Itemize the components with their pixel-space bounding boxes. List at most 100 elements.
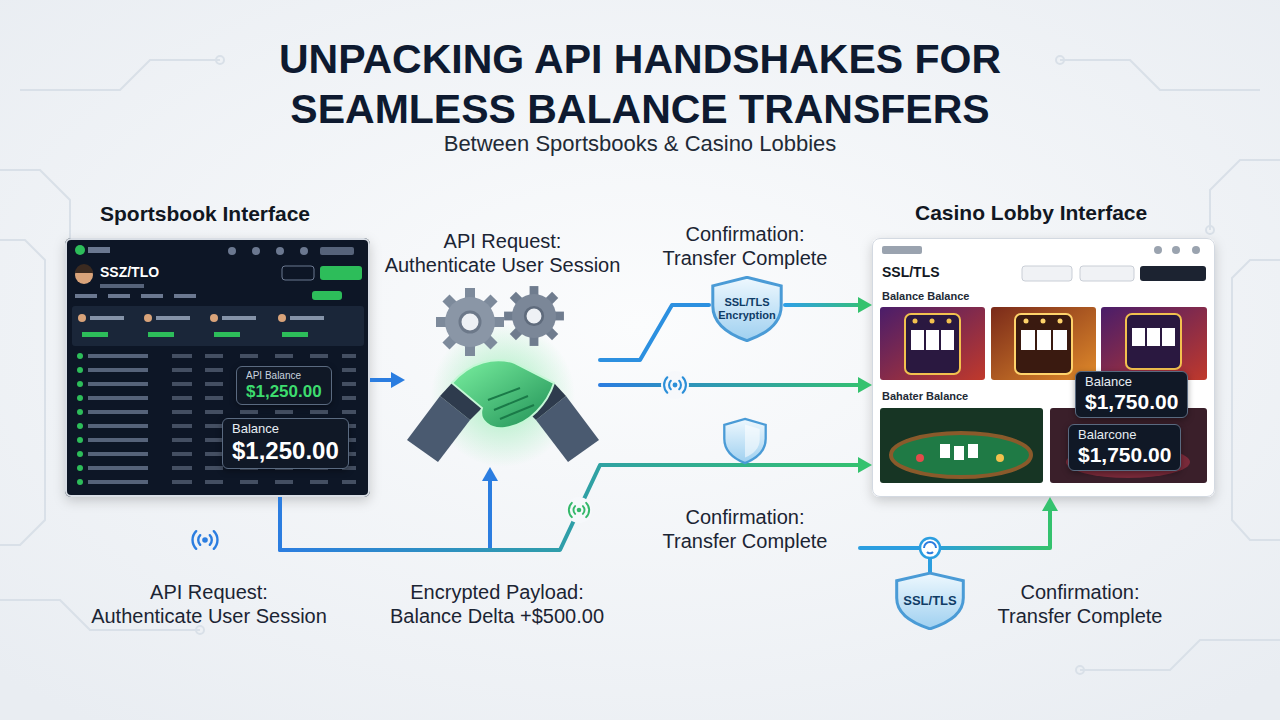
casino-screen bbox=[1037, 330, 1051, 350]
step-text: Authenticate User Session bbox=[91, 604, 327, 628]
signal-icon bbox=[193, 531, 218, 549]
step-heading: Encrypted Payload: bbox=[410, 580, 583, 604]
casino-screen bbox=[947, 319, 952, 324]
circuit-lines bbox=[1232, 260, 1280, 540]
shield-text: SSL/TLS bbox=[903, 594, 956, 609]
sportsbook-screen bbox=[141, 294, 163, 298]
shield-badge: SSL/TLS bbox=[893, 572, 967, 630]
casino-screen bbox=[1080, 266, 1134, 281]
connector bbox=[370, 378, 393, 382]
sportsbook-screen bbox=[75, 245, 85, 255]
subtitle: Between Sportsbooks & Casino Lobbies bbox=[444, 131, 837, 157]
circuit-lines bbox=[0, 56, 1280, 674]
casino-screen bbox=[880, 408, 1043, 483]
balance-amount: $1,750.00 bbox=[1085, 390, 1178, 414]
handshake-illustration bbox=[512, 294, 556, 338]
sportsbook-screen bbox=[78, 314, 86, 322]
sportsbook-screen bbox=[156, 316, 190, 320]
arrowhead bbox=[858, 377, 872, 393]
circuit-lines bbox=[1080, 640, 1280, 670]
shield-outline bbox=[897, 573, 964, 629]
handshake-illustration bbox=[431, 323, 575, 467]
casino-screen bbox=[926, 330, 939, 350]
arrowhead bbox=[391, 372, 405, 388]
sportsbook-screen bbox=[77, 479, 356, 485]
casino-screen bbox=[1053, 330, 1067, 350]
circuit-lines bbox=[1060, 60, 1260, 90]
status-text: Transfer Complete bbox=[663, 529, 828, 553]
status-text: Transfer Complete bbox=[998, 604, 1163, 628]
casino-screen bbox=[1101, 307, 1207, 380]
swirl-icon bbox=[924, 542, 936, 553]
sportsbook-screen bbox=[320, 266, 362, 280]
balance-label: Balarcone bbox=[1078, 428, 1171, 443]
sportsbook-screen bbox=[320, 247, 354, 255]
step-text: Authenticate User Session bbox=[385, 254, 621, 277]
balance-card: API Balance$1,250.00 bbox=[236, 366, 332, 405]
casino-screen bbox=[1041, 319, 1046, 324]
arrowhead bbox=[858, 457, 872, 473]
step-heading: API Request: bbox=[444, 230, 562, 253]
status-heading: Confirmation: bbox=[1021, 580, 1140, 604]
connector bbox=[280, 479, 490, 550]
casino-screen bbox=[1162, 328, 1175, 346]
handshake-illustration bbox=[436, 288, 504, 356]
arrowhead bbox=[858, 297, 872, 313]
casino-screen bbox=[1132, 328, 1145, 346]
casino-screen bbox=[940, 444, 950, 458]
diagram-title: UNPACKING API HANDSHAKES FOR SEAMLESS BA… bbox=[230, 34, 1050, 134]
shield-icon bbox=[745, 424, 760, 457]
handshake-illustration bbox=[445, 297, 495, 347]
casino-screen bbox=[882, 246, 922, 254]
arrowhead bbox=[1042, 497, 1058, 511]
balance-label: Balance bbox=[1085, 375, 1178, 390]
sportsbook-screen bbox=[214, 332, 240, 337]
sportsbook-screen bbox=[174, 294, 196, 298]
casino-screen bbox=[1147, 328, 1160, 346]
casino-screen bbox=[968, 444, 978, 458]
signal-icon bbox=[569, 503, 589, 517]
shield-icon bbox=[724, 419, 765, 463]
casino-screen bbox=[1058, 319, 1063, 324]
signal-icon bbox=[193, 371, 689, 549]
casino-screen bbox=[991, 307, 1096, 380]
sportsbook-screen bbox=[300, 247, 308, 255]
section-label: SSL/TLS bbox=[882, 264, 940, 280]
sportsbook-screen bbox=[77, 409, 356, 415]
section-label: Balance Balance bbox=[882, 290, 969, 303]
balance-card: Balarcone$1,750.00 bbox=[1068, 424, 1181, 471]
sportsbook-screen bbox=[88, 247, 110, 253]
balance-label: Balance bbox=[232, 422, 339, 437]
signal-icon bbox=[664, 377, 686, 392]
connector bbox=[785, 303, 860, 307]
handshake-illustration bbox=[407, 286, 599, 467]
casino-screen bbox=[1154, 246, 1162, 254]
arrowhead bbox=[482, 467, 498, 481]
casino-screen bbox=[1024, 319, 1029, 324]
balance-label: API Balance bbox=[246, 370, 322, 382]
section-label: Bahater Balance bbox=[882, 390, 968, 403]
casino-panel: Casino Lobby InterfaceSSL/TLSBalance Bal… bbox=[872, 238, 1215, 497]
sportsbook-screen bbox=[82, 332, 108, 337]
balance-card: Balance$1,250.00 bbox=[222, 418, 349, 469]
casino-screen bbox=[916, 454, 924, 462]
panel-heading: Sportsbook Interface bbox=[100, 202, 310, 226]
shield-icon bbox=[724, 419, 765, 463]
user-id: SSZ/TLO bbox=[100, 264, 159, 280]
handshake-illustration bbox=[525, 307, 543, 325]
shield-badge: SSL/TLS Encryption bbox=[709, 276, 785, 342]
casino-screen bbox=[1021, 330, 1035, 350]
sportsbook-screen bbox=[278, 314, 286, 322]
connector bbox=[930, 509, 1050, 572]
swirl-icon bbox=[920, 538, 940, 558]
balance-amount: $1,750.00 bbox=[1078, 443, 1171, 467]
step-text: Balance Delta +$500.00 bbox=[390, 604, 604, 628]
casino-screen bbox=[954, 446, 964, 460]
handshake-illustration bbox=[488, 388, 534, 419]
sportsbook-panel: Sportsbook InterfaceSSZ/TLOAPI Balance$1… bbox=[65, 238, 370, 497]
balance-amount: $1,250.00 bbox=[246, 382, 322, 402]
casino-screen bbox=[1192, 246, 1200, 254]
casino-screen bbox=[872, 238, 1215, 497]
